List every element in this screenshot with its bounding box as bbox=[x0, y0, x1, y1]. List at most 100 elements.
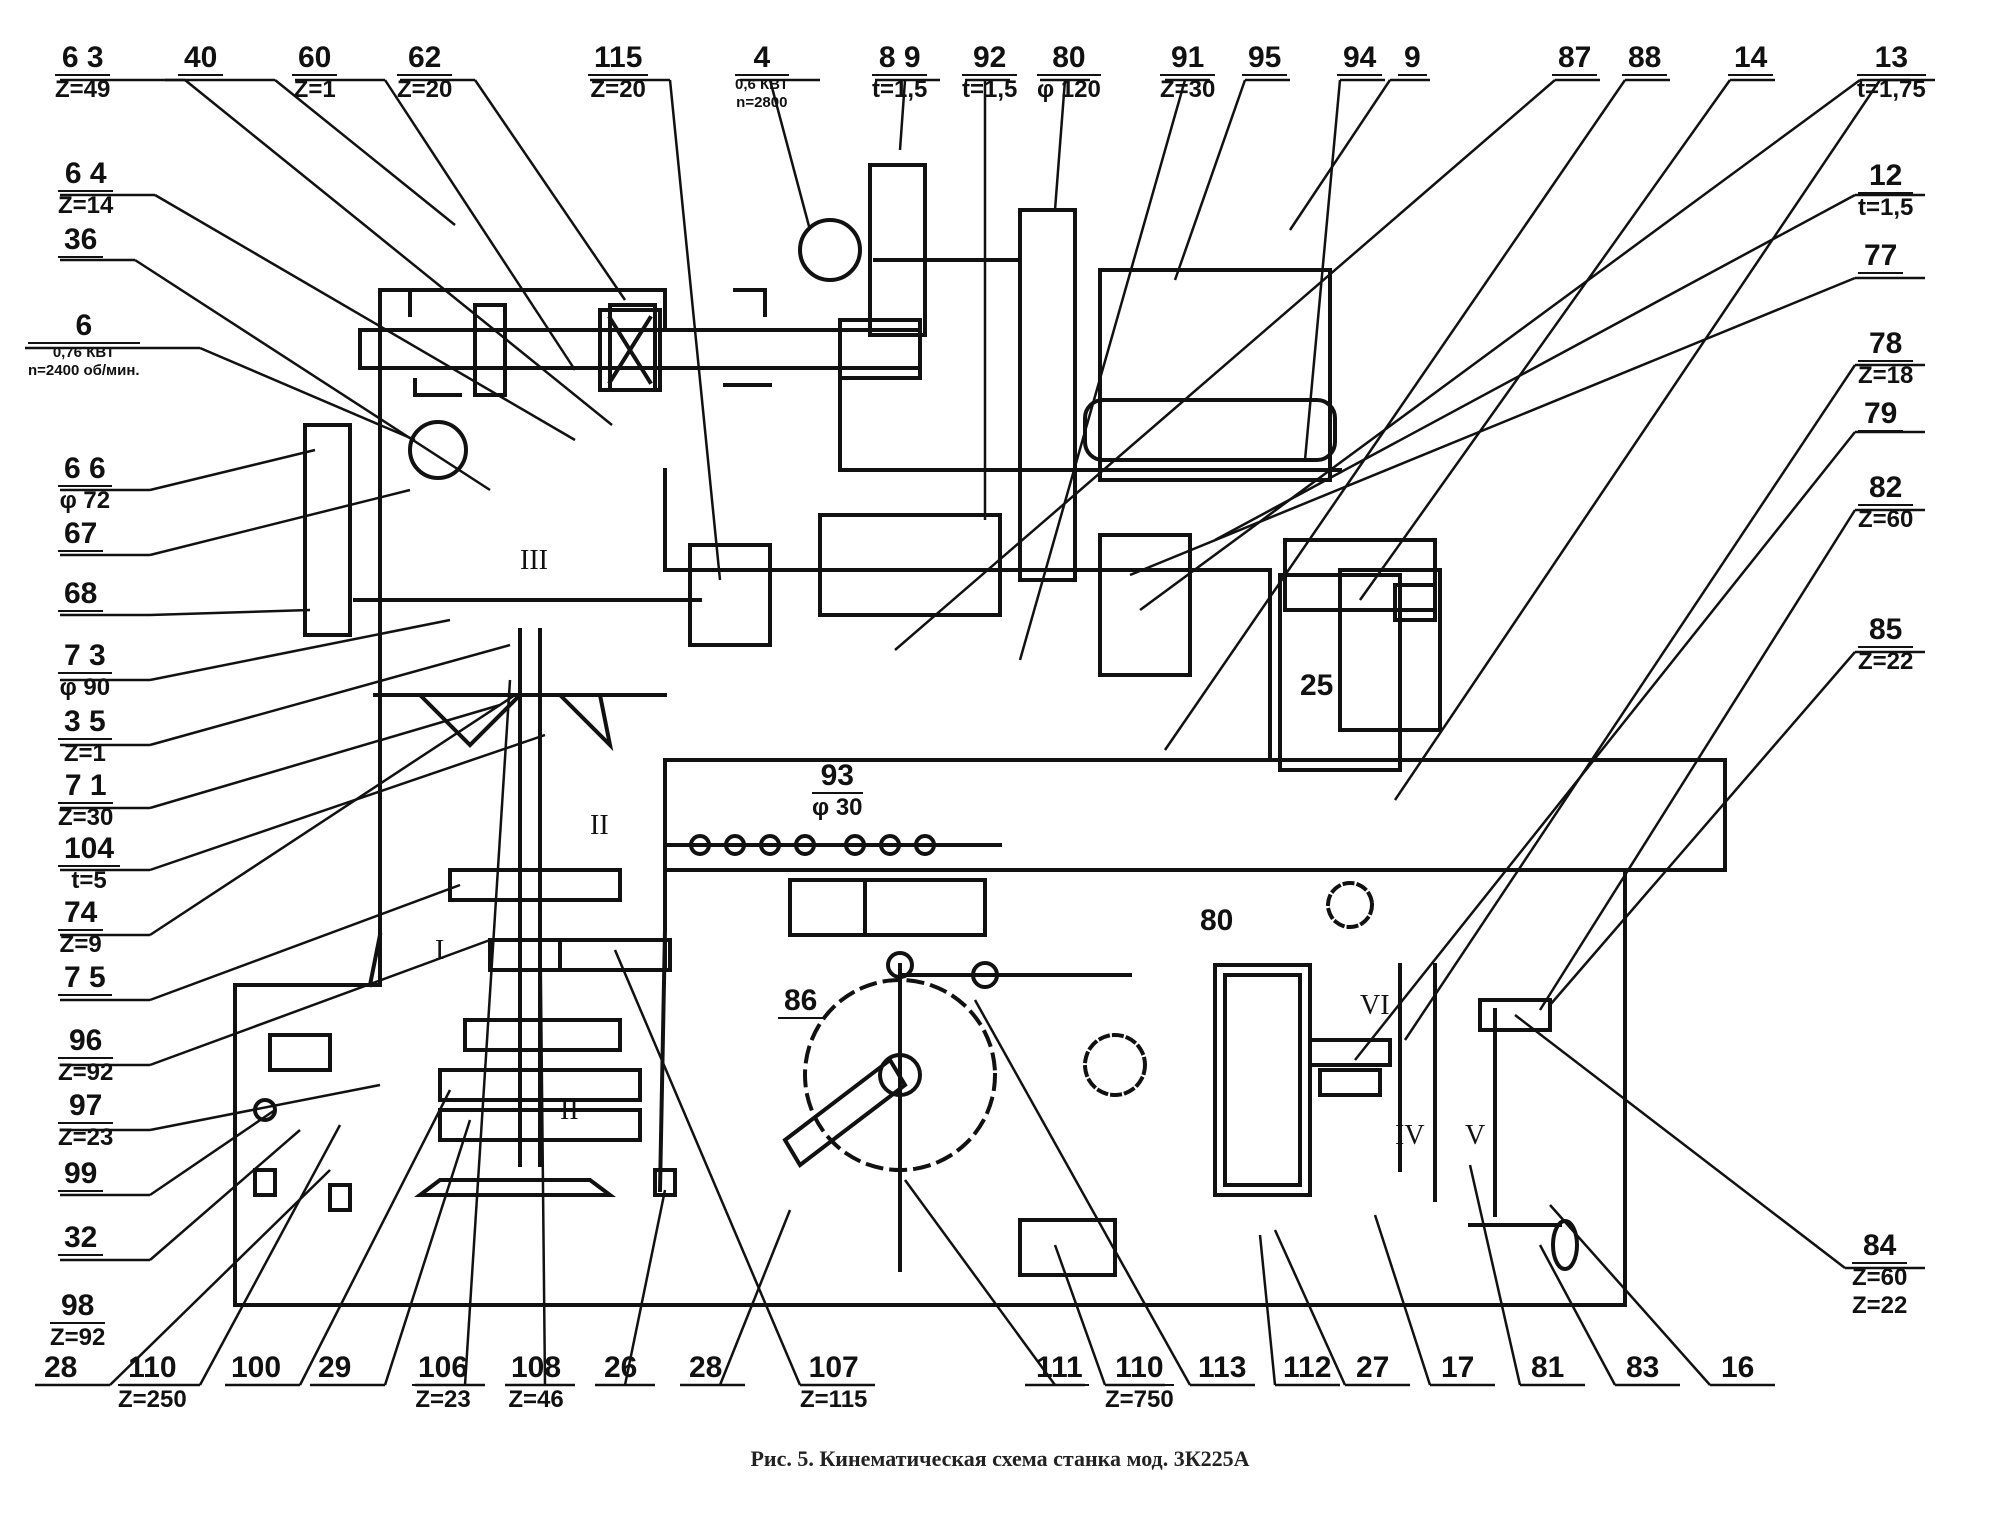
callout-112-num: 112 bbox=[1277, 1352, 1338, 1386]
belt-pulley-66-68 bbox=[303, 423, 352, 637]
handwheel-base bbox=[414, 1178, 616, 1197]
callout-87: 87 bbox=[1552, 42, 1598, 76]
worm-89-housing bbox=[868, 163, 927, 337]
gear-block-vi bbox=[1318, 1068, 1382, 1097]
callout-84-sub: Z=60 bbox=[1852, 1264, 1908, 1291]
callout-12-sub: t=1,5 bbox=[1858, 194, 1914, 221]
bearing-row bbox=[818, 513, 1002, 617]
gear-96 bbox=[448, 868, 622, 902]
callout-113: 113 bbox=[1192, 1352, 1253, 1386]
callout-13-num: 13 bbox=[1857, 42, 1926, 76]
cylinder-hydraulic bbox=[1083, 398, 1337, 462]
callout-6-sub: 0,76 КВТ bbox=[52, 344, 115, 361]
callout-28a: 28 bbox=[38, 1352, 84, 1386]
motor-4 bbox=[798, 218, 862, 282]
callout-28b: 28 bbox=[683, 1352, 729, 1386]
callout-98-sub: Z=92 bbox=[50, 1324, 106, 1351]
callout-77-num: 77 bbox=[1858, 240, 1904, 274]
lever-arm bbox=[782, 1057, 908, 1168]
callout-115-sub: Z=20 bbox=[590, 76, 646, 103]
callout-74-sub: Z=9 bbox=[59, 931, 102, 958]
callout-26-num: 26 bbox=[598, 1352, 644, 1386]
callout-99-num: 99 bbox=[58, 1158, 104, 1192]
callout-4-sub2: n=2800 bbox=[736, 94, 788, 111]
callout-100: 100 bbox=[225, 1352, 288, 1386]
callout-110a-sub: Z=250 bbox=[118, 1386, 187, 1413]
callout-27: 27 bbox=[1350, 1352, 1396, 1386]
box-left-lower bbox=[268, 1033, 332, 1072]
callout-89-num: 8 9 bbox=[872, 42, 928, 76]
callout-79: 79 bbox=[1858, 398, 1904, 432]
inner-label-93-num: 93 bbox=[812, 760, 863, 794]
callout-40: 40 bbox=[178, 42, 224, 76]
callout-9: 9 bbox=[1398, 42, 1427, 76]
callout-96-num: 96 bbox=[58, 1025, 114, 1059]
callout-82-sub: Z=60 bbox=[1858, 506, 1914, 533]
cylinder-right bbox=[1223, 973, 1302, 1187]
callout-75: 7 5 bbox=[58, 962, 112, 996]
callout-113-num: 113 bbox=[1192, 1352, 1253, 1386]
callout-77: 77 bbox=[1858, 240, 1904, 274]
shaft-numeral-II-upper: II bbox=[590, 810, 609, 841]
motor-6 bbox=[408, 420, 468, 480]
callout-84-num: 84 bbox=[1852, 1230, 1908, 1264]
column-inner-line bbox=[367, 932, 383, 988]
callout-6-sub2: n=2400 об/мин. bbox=[28, 362, 140, 379]
callout-91-sub: Z=30 bbox=[1160, 76, 1216, 103]
callout-74-num: 74 bbox=[58, 897, 104, 931]
callout-87-num: 87 bbox=[1552, 42, 1598, 76]
callout-110b-sub: Z=750 bbox=[1105, 1386, 1174, 1413]
callout-112: 112 bbox=[1277, 1352, 1338, 1386]
gear-97 bbox=[488, 938, 667, 972]
callout-68: 68 bbox=[58, 578, 104, 612]
callout-9-num: 9 bbox=[1398, 42, 1427, 76]
callout-66-sub: φ 72 bbox=[59, 487, 111, 514]
callout-26: 26 bbox=[598, 1352, 644, 1386]
callout-40-num: 40 bbox=[178, 42, 224, 76]
inner-label-86-num: 86 bbox=[778, 985, 824, 1019]
callout-71-sub: Z=30 bbox=[58, 804, 114, 831]
callout-36: 36 bbox=[58, 224, 104, 258]
callout-99: 99 bbox=[58, 1158, 104, 1192]
callout-80a-sub: φ 120 bbox=[1037, 76, 1101, 103]
pulley-shaft-end bbox=[838, 318, 922, 380]
callout-64-sub: Z=14 bbox=[58, 192, 114, 219]
callout-110a-num: 110 bbox=[118, 1352, 187, 1386]
callout-62-sub: Z=20 bbox=[397, 76, 453, 103]
callout-73-num: 7 3 bbox=[58, 640, 112, 674]
callout-96-sub: Z=92 bbox=[58, 1059, 114, 1086]
cylinder-110 bbox=[1018, 1218, 1117, 1277]
gear-63 bbox=[473, 303, 507, 397]
callout-6-num: 6 bbox=[28, 310, 140, 344]
callout-63-sub: Z=49 bbox=[55, 76, 111, 103]
callout-35-num: 3 5 bbox=[58, 706, 112, 740]
callout-14: 14 bbox=[1728, 42, 1774, 76]
spindle-sleeve bbox=[688, 543, 772, 647]
table bbox=[663, 758, 1727, 872]
shaft-numeral-III: III bbox=[520, 545, 548, 576]
callout-108-sub: Z=46 bbox=[508, 1386, 564, 1413]
callout-85-num: 85 bbox=[1858, 614, 1914, 648]
callout-81-num: 81 bbox=[1525, 1352, 1571, 1386]
callout-110b-num: 110 bbox=[1105, 1352, 1174, 1386]
callout-63-num: 6 3 bbox=[55, 42, 111, 76]
callout-88: 88 bbox=[1622, 42, 1668, 76]
callout-17-num: 17 bbox=[1435, 1352, 1481, 1386]
callout-17: 17 bbox=[1435, 1352, 1481, 1386]
